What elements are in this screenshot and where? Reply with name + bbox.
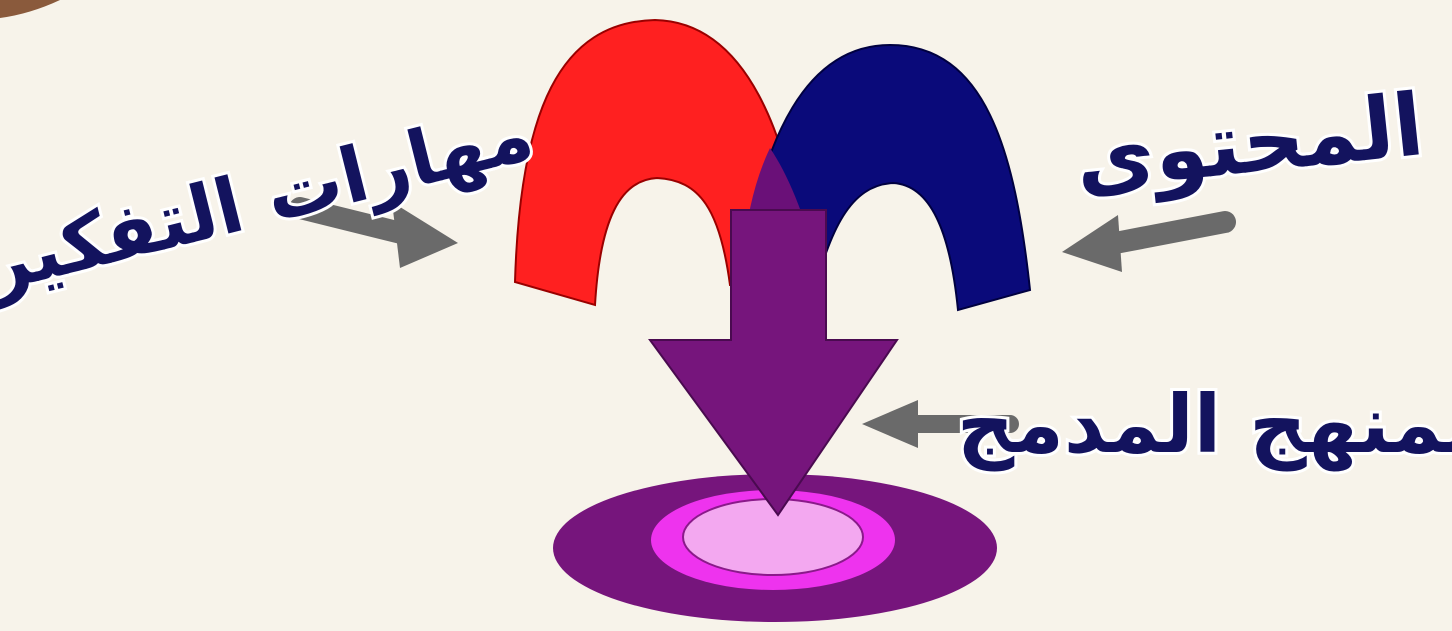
label-content: المحتوى [1070,75,1428,211]
merge-arrow [650,210,897,515]
label-thinking-skills: مهارات التفكير [0,88,542,312]
target-center [683,499,863,575]
corner-fragment [0,0,60,18]
pointer-arrow-content [1062,215,1225,272]
label-integrated-curriculum: المنهج المدمج [957,378,1452,472]
